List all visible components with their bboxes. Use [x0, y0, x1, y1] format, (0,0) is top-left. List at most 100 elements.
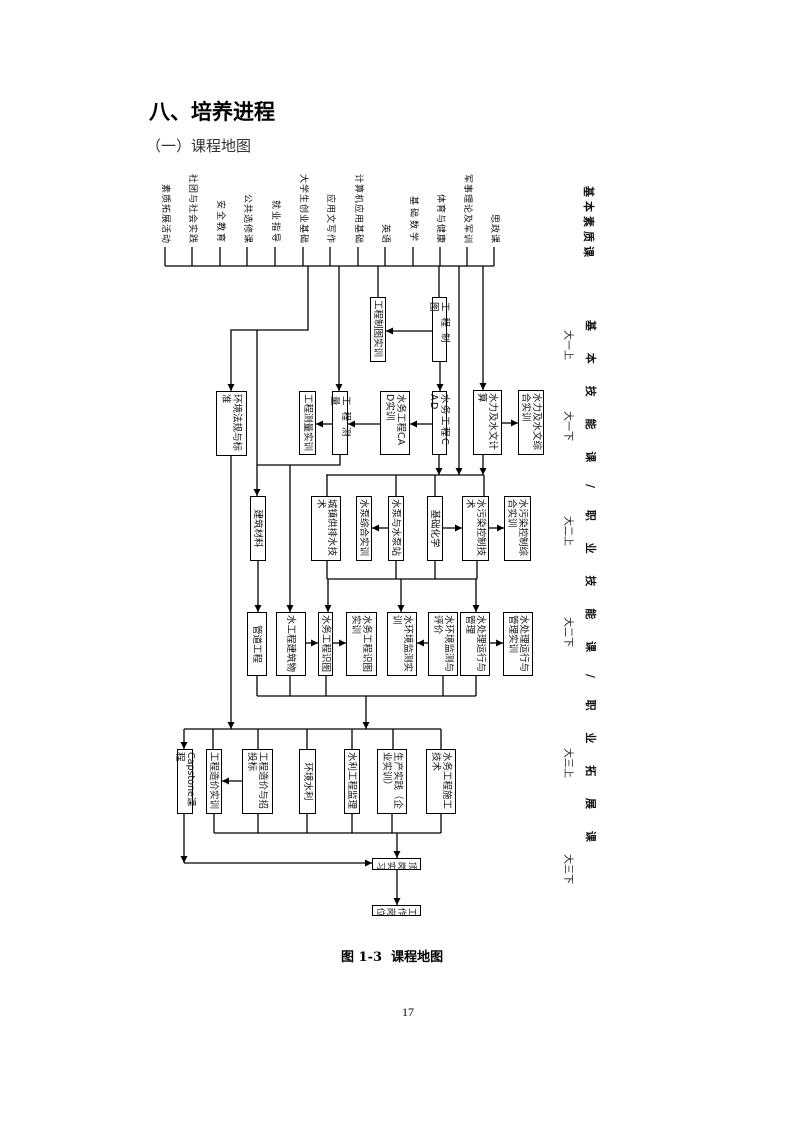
basic-course-text: 就业指导 [270, 199, 280, 244]
course-label: 水污染控制技术 [464, 499, 487, 557]
semester-label: 大一上 [561, 330, 573, 362]
course-box-production-practice: 生产实践（企业实训） [377, 749, 407, 814]
course-box-hydraulics-training: 水力及水文综合实训 [518, 390, 544, 455]
course-label: 工程测量实训 [302, 394, 313, 452]
label-rotator: 工程测量 [329, 392, 351, 454]
label-rotator: 基本素质课 [581, 186, 595, 262]
semester-label: 大二下 [561, 617, 573, 649]
label-rotator: 工程造价实训 [207, 750, 221, 813]
basic-course-text: 体育与健康 [435, 193, 445, 244]
label-rotator: 水利工程监理 [345, 750, 359, 813]
course-label: 顶岗实习 [375, 860, 418, 870]
label-rotator: 水处理运行与管理实训 [504, 613, 532, 675]
label-rotator: 水处理运行与管理 [461, 613, 489, 675]
basic-course-label: 计算机应用基础 [352, 160, 364, 244]
basic-course-text: 安全教育 [215, 199, 225, 244]
label-rotator: 就业指导 [269, 160, 281, 244]
label-rotator: 水务工程CAD实训 [381, 392, 409, 454]
label-rotator: 工程测量实训 [300, 392, 315, 454]
course-box-hydraulics: 水力及水文计算 [473, 390, 502, 455]
course-label: 水污染控制综合实训 [506, 499, 529, 557]
label-rotator: 水务工程CAD [429, 392, 451, 454]
label-rotator: Capstone课程 [174, 750, 196, 813]
semester-label: 大一下 [561, 411, 573, 443]
basic-course-label: 就业指导 [269, 160, 281, 244]
label-rotator: 城镇供排水技术 [312, 497, 340, 560]
course-label: 水环境监测实训 [391, 615, 413, 673]
label-rotator: 水工程建筑物 [277, 613, 305, 675]
basic-course-label: 军事理论及军训 [461, 160, 473, 244]
course-box-water-cad: 水务工程CAD [429, 391, 451, 455]
semester-label: 大三上 [561, 748, 573, 780]
course-label: 工程制图实训 [372, 300, 384, 358]
label-rotator: 思政课 [488, 160, 500, 244]
course-label: 水利工程监理 [346, 752, 358, 810]
basic-course-text: 军事理论及军训 [462, 173, 472, 244]
label-rotator: 水务工程识图 [319, 613, 332, 675]
course-box-engineering-drawing: 工程制图 [429, 297, 451, 362]
label-rotator: 体育与健康 [434, 160, 446, 244]
subsection-title: （一）课程地图 [146, 137, 252, 155]
course-box-monitoring-evaluation: 水环境监测与评价 [428, 612, 458, 676]
basic-course-text: 基础数学 [408, 195, 418, 244]
course-label: 工程造价与招投标 [246, 752, 269, 810]
semester-text: 大三上 [562, 748, 573, 778]
course-box-drawing-reading-training: 水务工程识图实训 [346, 612, 377, 676]
basic-course-text: 社团与社会实践 [187, 173, 197, 244]
label-rotator: 水污染控制技术 [463, 497, 488, 560]
label-rotator: 水务工程施工技术 [427, 750, 455, 813]
course-box-surveying-training: 工程测量实训 [299, 391, 316, 455]
label-rotator: 军事理论及军训 [461, 160, 473, 244]
label-rotator: 管道工程 [248, 613, 266, 675]
course-box-treatment-training: 水处理运行与管理实训 [503, 612, 533, 676]
basic-course-text: 公共选修课 [242, 193, 252, 244]
course-box-drawing-reading: 水务工程识图 [318, 612, 333, 676]
course-box-basic-chemistry: 基础化学 [427, 496, 443, 561]
semester-text: 大二下 [562, 617, 573, 647]
course-label: 环境法规与标准 [220, 394, 243, 452]
label-rotator: 基本技能课/职业技能课/职业拓展课 [583, 320, 597, 890]
course-label: 水泵综合实训 [358, 499, 370, 557]
course-box-costing-bidding: 工程造价与招投标 [242, 749, 273, 814]
course-box-environmental-hydraulics: 环境水利 [299, 749, 316, 814]
course-label: 工作岗位 [375, 906, 418, 916]
course-label: 水务工程施工技术 [430, 752, 452, 810]
label-rotator: 环境水利 [300, 750, 315, 813]
course-box-urban-water-supply: 城镇供排水技术 [311, 496, 341, 561]
course-label: 管道工程 [251, 624, 263, 663]
course-label: 生产实践（企业实训） [381, 752, 403, 810]
course-label: 工程测量 [329, 396, 351, 443]
label-rotator: 工程制图实训 [371, 298, 385, 361]
course-label: 水务工程CAD [428, 394, 451, 447]
label-rotator: 水环境监测与评价 [429, 613, 457, 675]
label-rotator: 水泵综合实训 [357, 497, 371, 560]
semester-label: 大三下 [561, 854, 573, 886]
course-box-internship: 顶岗实习 [372, 858, 421, 870]
section-title: 八、培养进程 [149, 100, 275, 124]
course-label: Capstone课程 [174, 752, 196, 807]
label-rotator: 大三上 [561, 748, 573, 780]
category-label-basic-quality: 基本素质课 [581, 186, 595, 262]
course-label: 水力及水文计算 [476, 393, 499, 451]
label-rotator: 英语 [379, 160, 391, 244]
label-rotator: 水污染控制综合实训 [505, 497, 530, 560]
course-label: 工程制图 [428, 302, 451, 349]
course-box-supervision: 水利工程监理 [344, 749, 360, 814]
category-text: 基本技能课/职业技能课/职业拓展课 [584, 320, 597, 864]
basic-course-label: 英语 [379, 160, 391, 244]
course-label: 工程造价实训 [208, 752, 220, 810]
course-box-treatment-operation: 水处理运行与管理 [460, 612, 490, 676]
basic-course-text: 计算机应用基础 [353, 173, 363, 244]
basic-course-label: 基础数学 [407, 160, 419, 244]
label-rotator: 公共选修课 [241, 160, 253, 244]
label-rotator: 大一上 [561, 330, 573, 362]
semester-text: 大三下 [562, 854, 573, 884]
label-rotator: 工程造价与招投标 [243, 750, 272, 813]
category-text: 基本素质课 [582, 186, 595, 261]
course-label: 建筑材料 [252, 509, 264, 548]
label-rotator: 素质拓展活动 [159, 160, 171, 244]
course-label: 水环境监测与评价 [432, 615, 454, 673]
label-rotator: 水力及水文综合实训 [519, 391, 543, 454]
label-rotator: 社团与社会实践 [186, 160, 198, 244]
